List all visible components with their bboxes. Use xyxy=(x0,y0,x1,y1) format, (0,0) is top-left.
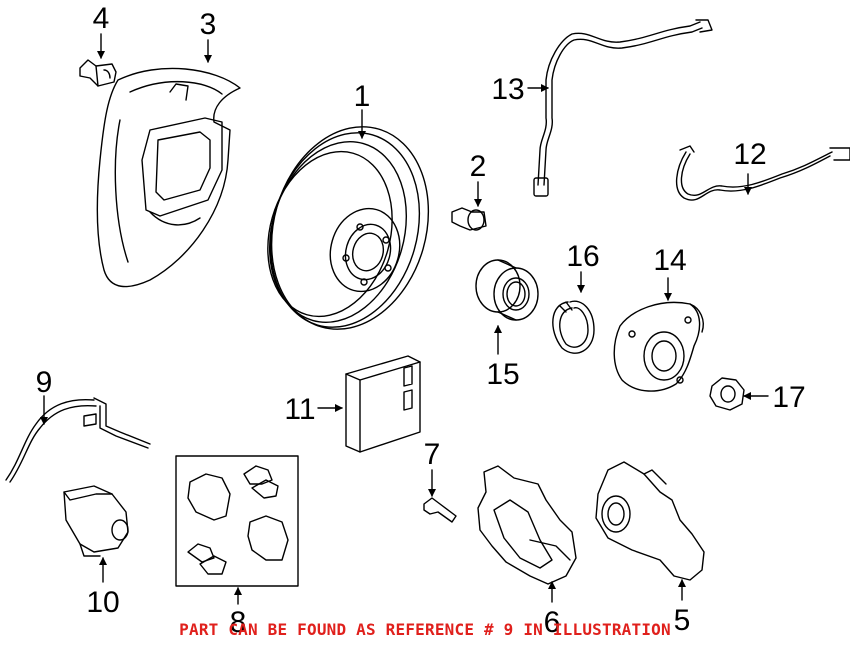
callout-5: 5 xyxy=(674,604,691,637)
part-hub-nut xyxy=(709,377,745,411)
part-wheel-bearing xyxy=(475,259,539,321)
part-sensor-cable xyxy=(5,397,151,483)
reference-note: PART CAN BE FOUND AS REFERENCE # 9 IN IL… xyxy=(179,620,671,639)
part-bolt xyxy=(79,59,117,87)
part-caliper-bracket xyxy=(477,465,577,585)
callout-6: 6 xyxy=(544,606,561,639)
part-control-module xyxy=(345,355,421,453)
part-sensor-wire-front xyxy=(533,19,713,197)
part-caliper-bolt xyxy=(423,497,457,523)
part-brake-rotor xyxy=(267,126,430,330)
callout-1: 1 xyxy=(354,80,371,113)
callout-14: 14 xyxy=(653,244,686,277)
callout-7: 7 xyxy=(424,438,441,471)
callout-11: 11 xyxy=(284,393,315,426)
part-wheel-bolt xyxy=(451,207,487,231)
callout-4: 4 xyxy=(93,2,110,35)
part-caliper-actuator xyxy=(63,485,129,557)
part-brake-caliper xyxy=(595,461,705,581)
leader-lines xyxy=(40,33,769,605)
callout-15: 15 xyxy=(486,358,519,391)
callout-13: 13 xyxy=(491,73,524,106)
callout-16: 16 xyxy=(566,240,599,273)
part-backing-plate xyxy=(96,67,241,288)
callout-labels: 1 2 3 4 5 6 7 8 9 10 11 12 13 14 15 16 1… xyxy=(36,2,806,639)
callout-12: 12 xyxy=(733,138,766,171)
callout-17: 17 xyxy=(772,381,805,414)
part-snap-ring xyxy=(552,300,595,354)
part-wheel-hub xyxy=(613,301,704,392)
callout-3: 3 xyxy=(200,8,217,41)
callout-2: 2 xyxy=(470,150,487,183)
part-brake-pads-kit xyxy=(175,455,299,587)
callout-9: 9 xyxy=(36,366,53,399)
callout-10: 10 xyxy=(86,586,119,619)
callout-8: 8 xyxy=(230,606,247,639)
part-sensor-wire-rear xyxy=(676,145,850,201)
